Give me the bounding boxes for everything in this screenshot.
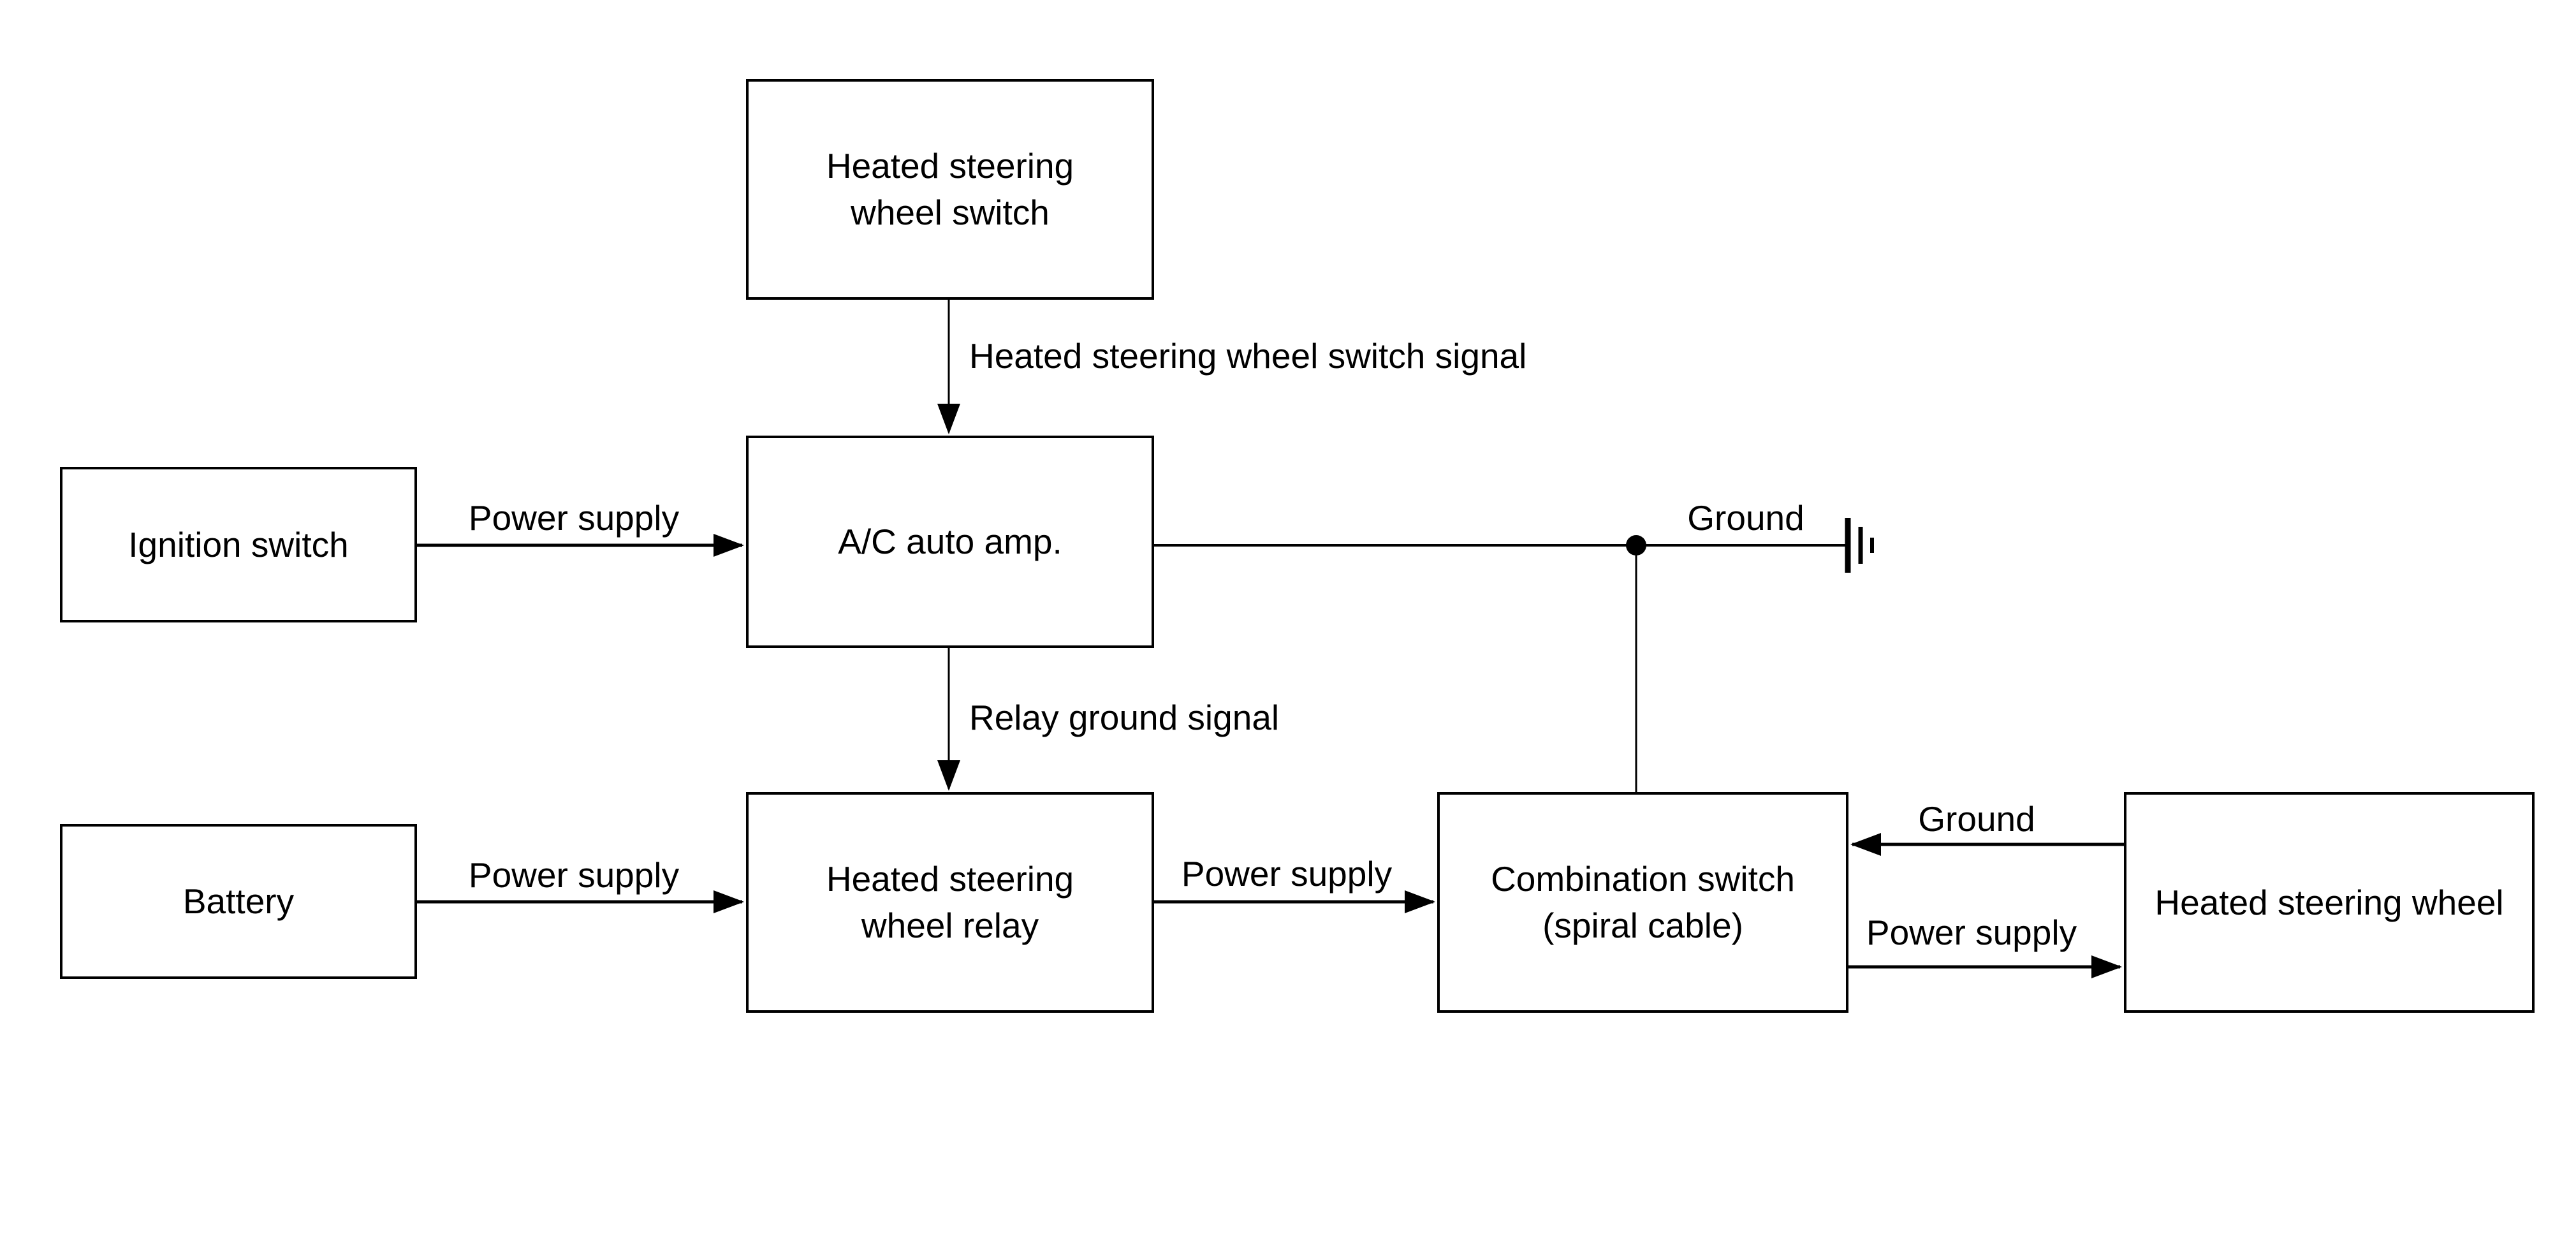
node-ac-auto-amp: A/C auto amp. bbox=[746, 436, 1154, 648]
node-combination-switch: Combination switch (spiral cable) bbox=[1437, 792, 1848, 1013]
node-battery: Battery bbox=[60, 824, 417, 979]
node-heated-steering-wheel: Heated steering wheel bbox=[2124, 792, 2535, 1013]
edge-label-wheel-ground: Ground bbox=[1918, 799, 2035, 839]
node-label: Heated steering wheel switch bbox=[826, 146, 1074, 232]
edge-label-ignition-power: Power supply bbox=[468, 498, 680, 538]
edge-label-switch-signal: Heated steering wheel switch signal bbox=[969, 336, 1527, 376]
edge-label-ground-top: Ground bbox=[1687, 498, 1804, 538]
node-label: A/C auto amp. bbox=[838, 522, 1062, 562]
node-heated-steering-wheel-switch: Heated steering wheel switch bbox=[746, 79, 1154, 300]
node-label: Heated steering wheel relay bbox=[826, 859, 1074, 945]
node-heated-steering-wheel-relay: Heated steering wheel relay bbox=[746, 792, 1154, 1013]
node-label: Battery bbox=[182, 881, 295, 922]
edge-label-relay-ground-signal: Relay ground signal bbox=[969, 698, 1280, 737]
edge-label-wheel-power: Power supply bbox=[1866, 913, 2077, 952]
node-label: Combination switch (spiral cable) bbox=[1491, 859, 1795, 945]
node-label: Ignition switch bbox=[128, 524, 349, 564]
node-label: Heated steering wheel bbox=[2155, 882, 2504, 922]
earth-ground-icon bbox=[1845, 518, 1874, 573]
edge-label-relay-power: Power supply bbox=[1181, 854, 1393, 894]
node-ignition-switch: Ignition switch bbox=[60, 467, 417, 622]
edge-label-battery-power: Power supply bbox=[468, 855, 680, 895]
